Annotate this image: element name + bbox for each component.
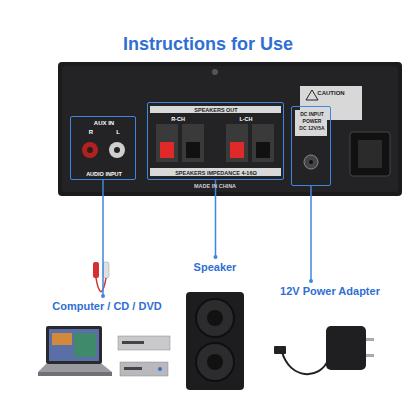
device-group: Computer / CD / DVD	[35, 300, 180, 405]
panel-label: AUX IN	[94, 120, 114, 127]
dc-label	[295, 110, 327, 136]
rca-jack-white	[109, 142, 125, 158]
rca-jack-red	[82, 142, 98, 158]
panel-label: R-CH	[171, 116, 185, 122]
panel-label: L	[116, 129, 120, 136]
panel-label: DC INPUT	[300, 112, 324, 118]
panel-label: POWER	[303, 119, 322, 125]
jack-pin	[309, 160, 313, 164]
power-switch	[350, 132, 390, 176]
speaker-device: Speaker	[178, 261, 253, 391]
laptop-illustration	[38, 326, 112, 376]
dc-input-box: DC INPUTPOWERDC 12V/5A	[291, 106, 331, 186]
speaker-terminals	[156, 124, 274, 162]
amplifier-panel	[58, 62, 402, 196]
connector-line	[102, 180, 104, 296]
panel-face	[62, 66, 398, 192]
device-label: Speaker	[194, 261, 237, 273]
device-label: Computer / CD / DVD	[52, 300, 161, 312]
warning-symbol	[306, 90, 318, 100]
switch-rocker	[358, 140, 382, 168]
jack-hole	[114, 147, 120, 153]
audio-input-box: AUX INR L AUDIO INPUT	[70, 116, 136, 180]
connector-end-dot	[309, 279, 313, 283]
speakers-out-box: SPEAKERS OUT R-CH L-CH SPEAKERS IMPEDANCE 4…	[147, 102, 284, 180]
device-label: 12V Power Adapter	[280, 285, 380, 297]
panel-label: SPEAKERS IMPEDANCE 4-16Ω	[175, 170, 257, 176]
panel-label: DC 12V/5A	[299, 126, 324, 132]
speaker-illustration	[186, 292, 244, 390]
screw-hole	[212, 69, 218, 75]
connector-end-dot	[214, 255, 218, 259]
caution-sticker	[300, 86, 362, 120]
connector-line	[310, 186, 312, 281]
jack-hole	[87, 147, 93, 153]
rca-cable	[93, 262, 109, 292]
panel-label: L-CH	[239, 116, 252, 122]
origin-label: MADE IN CHINA	[194, 183, 236, 189]
panel-label: AUDIO INPUT	[86, 171, 122, 177]
caution-label: CAUTION	[317, 90, 344, 97]
panel-label: SPEAKERS OUT	[194, 107, 237, 113]
dvd-player-illustration	[118, 336, 170, 376]
connector-end-dot	[101, 294, 105, 298]
page-title: Instructions for Use	[0, 34, 416, 55]
adapter-device: 12V Power Adapter	[262, 285, 397, 380]
connector-line	[215, 180, 217, 257]
dc-jack	[304, 155, 318, 169]
adapter-illustration	[274, 326, 374, 374]
label-band	[150, 168, 281, 176]
panel-label: R	[89, 129, 93, 136]
label-band	[150, 106, 281, 113]
